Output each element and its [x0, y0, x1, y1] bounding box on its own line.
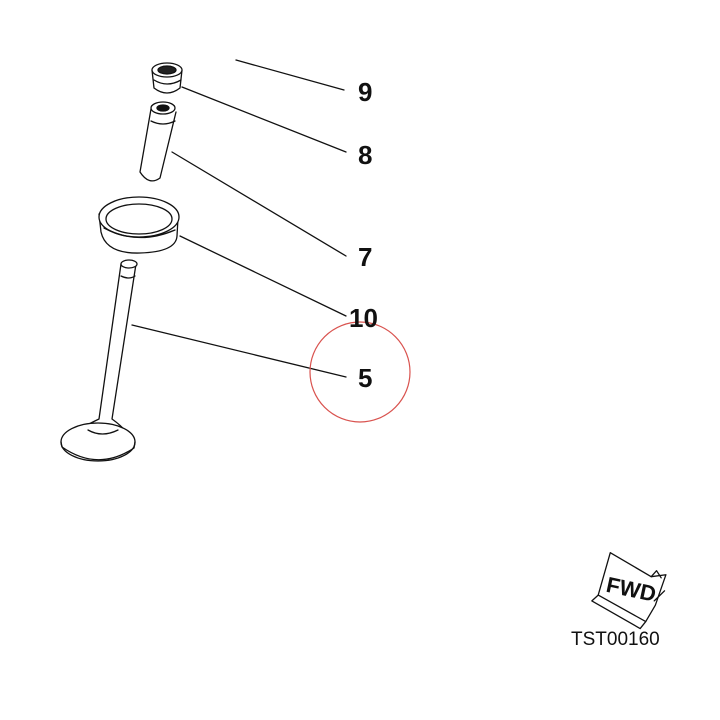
forward-direction-symbol: FWD [591, 552, 667, 630]
leader-line-8 [181, 86, 347, 153]
callout-5: 5 [358, 363, 373, 393]
leader-line-9 [235, 59, 345, 91]
callout-9: 9 [358, 77, 373, 107]
figure-reference-code: TST00160 [571, 630, 660, 649]
highlight-circle [309, 321, 411, 423]
leader-line-10 [179, 235, 347, 317]
part-valve-guide [139, 101, 177, 182]
callout-7: 7 [358, 242, 373, 272]
callout-10: 10 [349, 303, 378, 333]
part-valve-stem-seal [151, 62, 183, 94]
callout-8: 8 [358, 140, 373, 170]
leader-line-7 [171, 151, 347, 257]
part-valve-seat-insert [98, 196, 180, 254]
part-valve [60, 259, 138, 462]
leader-line-5 [131, 324, 347, 378]
